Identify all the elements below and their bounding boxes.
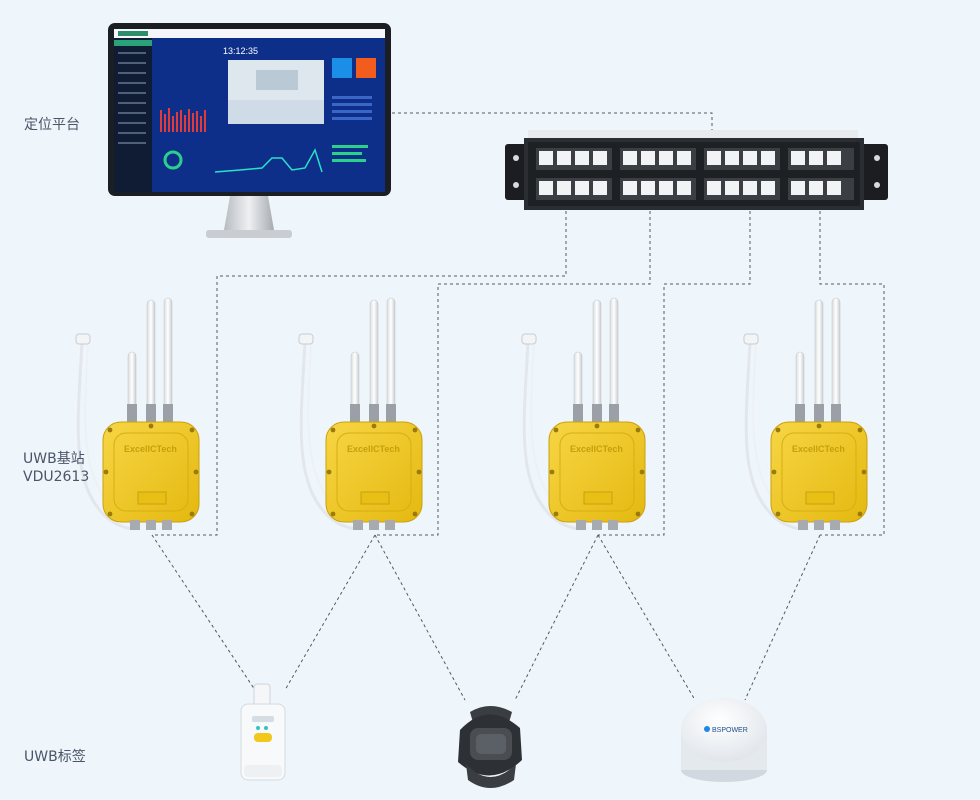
monitor-icon: 13:12:35 xyxy=(108,23,391,238)
uwb-base-station-icon: ExcellCTech xyxy=(298,297,423,531)
beacon-logo: BSPOWER xyxy=(712,727,748,734)
base-station-label-line1: UWB基站 xyxy=(23,451,85,467)
base-station-label: UWB基站 VDU2613 xyxy=(23,450,89,486)
card-tag-icon xyxy=(240,683,286,781)
station-logo: ExcellCTech xyxy=(570,444,623,454)
monitor-clock: 13:12:35 xyxy=(223,46,258,56)
uwb-base-station-icon: ExcellCTech xyxy=(75,297,200,531)
station-logo: ExcellCTech xyxy=(792,444,845,454)
wristband-tag-icon xyxy=(458,706,522,788)
station-logo: ExcellCTech xyxy=(347,444,400,454)
connector-lines xyxy=(151,112,885,701)
uwb-base-station-icon: ExcellCTech xyxy=(521,297,646,531)
uwb-base-station-icon: ExcellCTech xyxy=(743,297,868,531)
base-station-label-line2: VDU2613 xyxy=(23,469,90,485)
beacon-tag-icon: BSPOWER xyxy=(681,698,767,782)
network-switch-icon xyxy=(505,130,888,210)
station-logo: ExcellCTech xyxy=(124,444,177,454)
tags-label: UWB标签 xyxy=(24,749,86,765)
base-station-group: ExcellCTech ExcellCTech ExcellCTech ExcellC… xyxy=(75,297,868,531)
platform-label: 定位平台 xyxy=(24,117,80,133)
